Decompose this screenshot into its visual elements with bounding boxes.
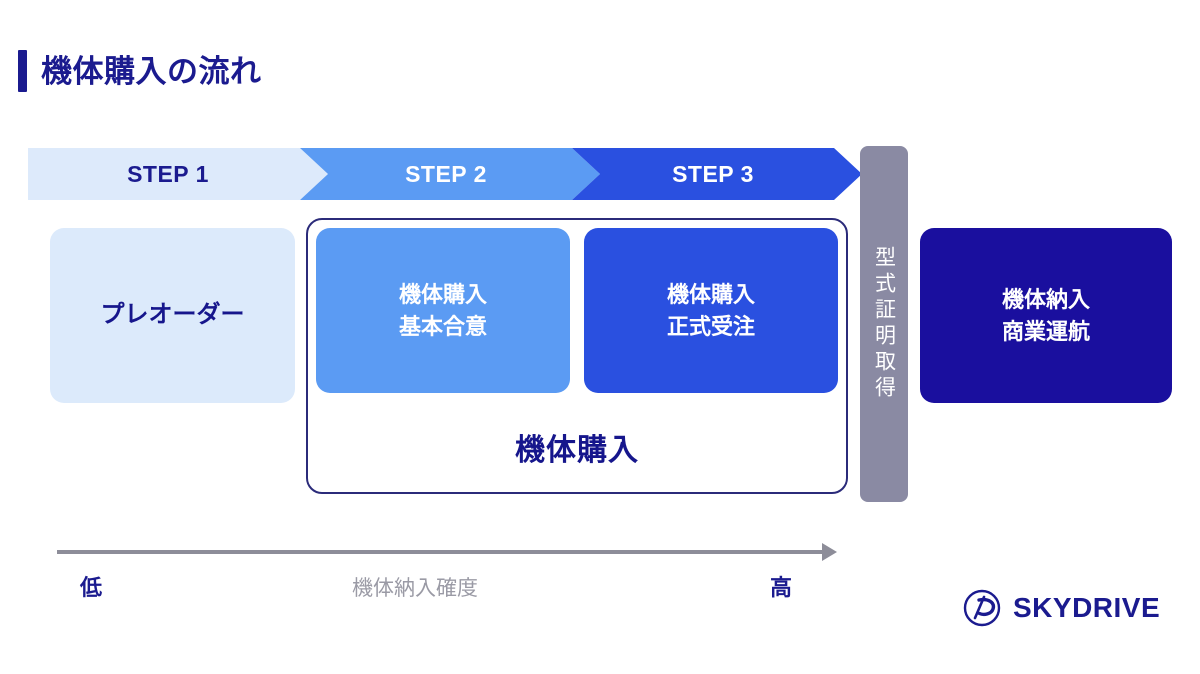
title-label: 機体購入の流れ xyxy=(41,53,262,89)
probability-axis-arrowhead-icon xyxy=(822,543,837,561)
card-basic-agreement-line2: 基本合意 xyxy=(398,313,487,339)
brand-logo-text: SKYDRIVE xyxy=(1013,592,1161,623)
axis-low-label: 低 xyxy=(80,575,103,600)
title-accent-bar xyxy=(18,50,27,92)
card-basic-agreement: 機体購入 基本合意 xyxy=(316,228,570,393)
step-chevron-2: STEP 2 xyxy=(300,148,600,200)
brand-logo: SKYDRIVE xyxy=(962,588,1160,628)
step-2-label: STEP 2 xyxy=(405,160,487,187)
probability-axis-line xyxy=(57,550,827,554)
type-certification-label: 型式証明取得 xyxy=(872,246,896,402)
step-1-label: STEP 1 xyxy=(127,160,209,187)
group-box-label: 機体購入 xyxy=(515,434,639,467)
card-delivery-line2: 商業運航 xyxy=(1001,318,1090,344)
skydrive-circle-mark-icon xyxy=(963,589,1001,627)
card-preorder-line1: プレオーダー xyxy=(100,301,245,329)
step-chevron-3: STEP 3 xyxy=(572,148,862,200)
axis-caption: 機体納入確度 xyxy=(352,577,478,600)
card-formal-order-line2: 正式受注 xyxy=(666,313,755,339)
card-delivery-line1: 機体納入 xyxy=(1001,286,1090,312)
step-3-label: STEP 3 xyxy=(672,160,754,187)
aircraft-purchase-group-box xyxy=(306,218,848,494)
axis-high-label: 高 xyxy=(770,575,793,600)
type-certification-bar: 型式証明取得 xyxy=(860,146,908,502)
card-formal-order-line1: 機体購入 xyxy=(666,281,755,307)
page-title: 機体購入の流れ xyxy=(18,50,262,92)
card-formal-order: 機体購入 正式受注 xyxy=(584,228,838,393)
card-delivery: 機体納入 商業運航 xyxy=(920,228,1172,403)
card-preorder: プレオーダー xyxy=(50,228,295,403)
card-basic-agreement-line1: 機体購入 xyxy=(398,281,487,307)
step-chevron-1: STEP 1 xyxy=(28,148,328,200)
